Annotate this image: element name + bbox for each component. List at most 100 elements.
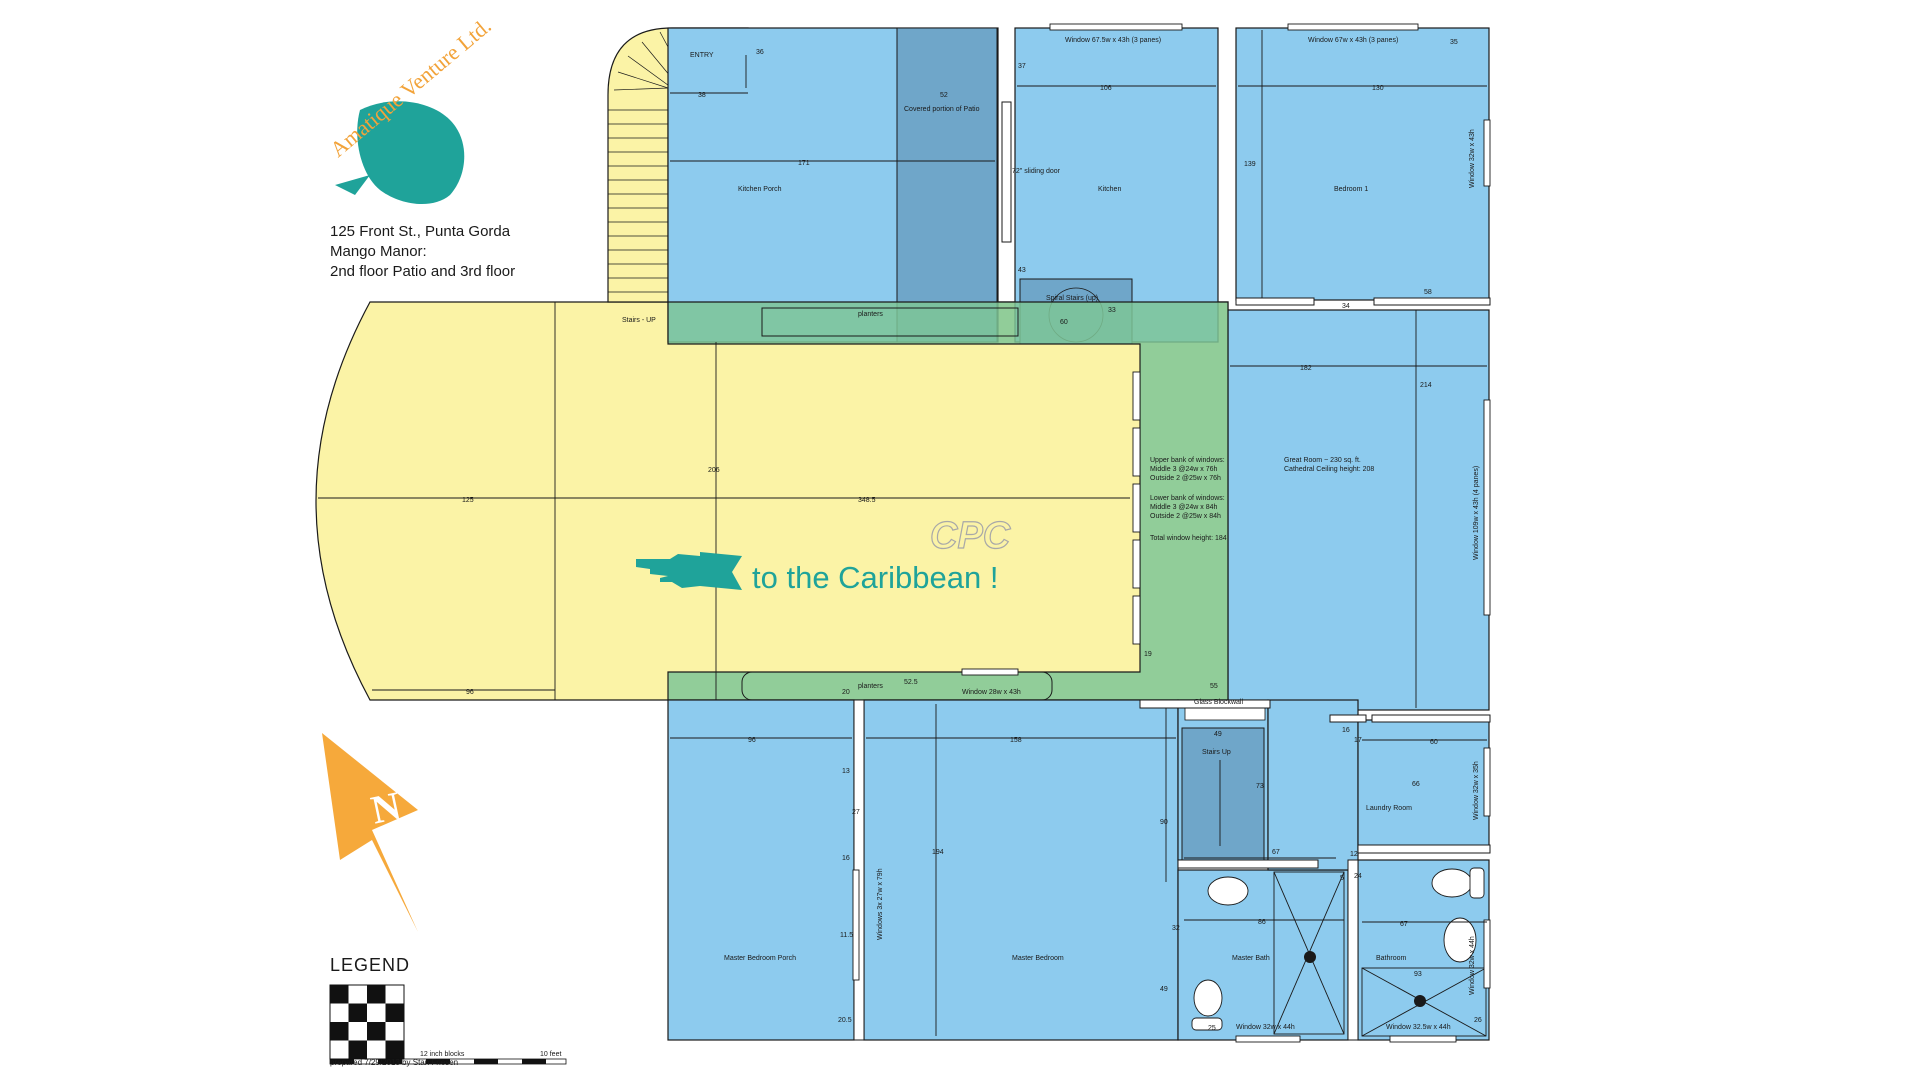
exterior-windows <box>852 23 1491 1043</box>
svg-text:86: 86 <box>1258 919 1266 926</box>
sliding-door <box>1001 101 1012 243</box>
svg-text:130: 130 <box>1372 85 1384 92</box>
hallway <box>1267 699 1359 871</box>
legend-checkerboard <box>329 984 405 1060</box>
svg-text:33: 33 <box>1108 307 1116 314</box>
bathroom-bottom-window: Window 32.5w x 44h <box>1386 1024 1451 1031</box>
svg-text:60: 60 <box>1430 739 1438 746</box>
company-logo: Amatique Venture Ltd. <box>325 13 496 205</box>
great-room-ceiling: Cathedral Ceiling height: 208 <box>1284 466 1374 473</box>
svg-text:90: 90 <box>1160 819 1168 826</box>
svg-text:Total window height: 184: Total window height: 184 <box>1150 535 1227 542</box>
svg-text:194: 194 <box>932 849 944 856</box>
scale-label: 10 feet <box>540 1051 561 1058</box>
cpc-watermark: CPC <box>930 515 1011 557</box>
stairs-up-patio-label: Stairs - UP <box>622 317 656 324</box>
svg-text:Middle 3 @24w x 84h: Middle 3 @24w x 84h <box>1150 504 1218 511</box>
svg-text:96: 96 <box>466 689 474 696</box>
laundry-label: Laundry Room <box>1366 805 1412 812</box>
svg-text:11.5: 11.5 <box>840 932 853 939</box>
svg-text:32: 32 <box>1172 925 1180 932</box>
dimension-lines <box>318 30 1487 1036</box>
svg-text:16: 16 <box>1342 727 1350 734</box>
great-room <box>1227 309 1490 711</box>
north-arrow-icon: N <box>322 733 418 932</box>
svg-text:Middle 3 @24w x 76h: Middle 3 @24w x 76h <box>1150 466 1218 473</box>
svg-text:66: 66 <box>1412 781 1420 788</box>
stairs-up <box>1181 727 1265 861</box>
glass-block-label: Glass Blockwall <box>1194 699 1243 706</box>
caribbean-text: to the Caribbean ! <box>752 560 998 595</box>
bedroom1-label: Bedroom 1 <box>1334 186 1368 193</box>
svg-text:27: 27 <box>852 809 860 816</box>
master-bath-label: Master Bath <box>1232 955 1270 962</box>
svg-text:96: 96 <box>748 737 756 744</box>
svg-text:Upper bank of windows:: Upper bank of windows: <box>1150 457 1225 464</box>
svg-text:60: 60 <box>1060 319 1068 326</box>
svg-text:38: 38 <box>698 92 706 99</box>
svg-text:73: 73 <box>1256 783 1264 790</box>
svg-text:214: 214 <box>1420 382 1432 389</box>
svg-text:12: 12 <box>1350 851 1358 858</box>
svg-text:182: 182 <box>1300 365 1312 372</box>
covered-patio-label: Covered portion of Patio <box>904 106 980 113</box>
address-line-1: 125 Front St., Punta Gorda <box>330 223 511 240</box>
porch-side-window: Windows 3x 27w x 79h <box>877 868 884 940</box>
laundry-room <box>1357 719 1490 851</box>
svg-text:13: 13 <box>842 768 850 775</box>
svg-text:5: 5 <box>1340 875 1344 882</box>
svg-text:106: 106 <box>1100 85 1112 92</box>
svg-text:Outside 2 @25w x 76h: Outside 2 @25w x 76h <box>1150 475 1221 482</box>
svg-text:34: 34 <box>1342 303 1350 310</box>
svg-text:67: 67 <box>1400 921 1408 928</box>
plan-labels: ENTRY 36 38 52 Covered portion of Patio … <box>462 37 1482 1032</box>
svg-text:348.5: 348.5 <box>858 497 876 504</box>
bed1-top-window: Window 67w x 43h (3 panes) <box>1308 37 1398 44</box>
planters-top-label: planters <box>858 311 883 318</box>
svg-text:24: 24 <box>1354 873 1362 880</box>
address-line-2: Mango Manor: <box>330 243 427 260</box>
legend-title: LEGEND <box>330 955 411 975</box>
kitchen-porch-label: Kitchen Porch <box>738 186 782 193</box>
svg-text:19: 19 <box>1144 651 1152 658</box>
svg-text:20.5: 20.5 <box>838 1017 852 1024</box>
scale-bar <box>329 1058 567 1065</box>
patio-green-band <box>667 301 1229 701</box>
svg-text:Lower bank of windows:: Lower bank of windows: <box>1150 495 1225 502</box>
master-bedroom-label: Master Bedroom <box>1012 955 1064 962</box>
svg-text:52.5: 52.5 <box>904 679 918 686</box>
caribbean-banner: to the Caribbean ! <box>636 552 998 595</box>
stairs-up-label: Stairs Up <box>1202 749 1231 756</box>
prepared-by: prepared 7/29/2013 by Stan Friesen <box>330 1058 459 1067</box>
svg-text:37: 37 <box>1018 63 1026 70</box>
master-bottom-window: Window 28w x 43h <box>962 689 1021 696</box>
svg-text:93: 93 <box>1414 971 1422 978</box>
svg-text:Outside 2 @25w x 84h: Outside 2 @25w x 84h <box>1150 513 1221 520</box>
svg-text:20: 20 <box>842 689 850 696</box>
master-porch-label: Master Bedroom Porch <box>724 955 796 962</box>
svg-text:26: 26 <box>1474 1017 1482 1024</box>
svg-text:158: 158 <box>1010 737 1022 744</box>
patio-area <box>315 301 1229 701</box>
planters-bottom-label: planters <box>858 683 883 690</box>
svg-text:52: 52 <box>940 92 948 99</box>
svg-text:35: 35 <box>1450 39 1458 46</box>
pointing-hand-icon <box>636 552 742 590</box>
svg-text:36: 36 <box>756 49 764 56</box>
blocks-label: 12 inch blocks <box>420 1051 465 1058</box>
svg-text:43: 43 <box>1018 267 1026 274</box>
svg-text:16: 16 <box>842 855 850 862</box>
great-side-window: Window 109w x 43h (4 panes) <box>1473 466 1480 560</box>
laundry-side-window: Window 32w x 35h <box>1473 761 1480 820</box>
bath-side-window: Window 32w x 44h <box>1469 936 1476 995</box>
planter-top <box>761 307 1019 337</box>
svg-text:67: 67 <box>1272 849 1280 856</box>
covered-patio <box>896 27 998 343</box>
svg-text:55: 55 <box>1210 683 1218 690</box>
master-bath-bottom-window: Window 32w x 44h <box>1236 1024 1295 1031</box>
master-bedroom-porch <box>667 699 855 1041</box>
svg-text:49: 49 <box>1214 731 1222 738</box>
kitchen-top-window: Window 67.5w x 43h (3 panes) <box>1065 37 1161 44</box>
patio-window-bank <box>1132 371 1141 645</box>
